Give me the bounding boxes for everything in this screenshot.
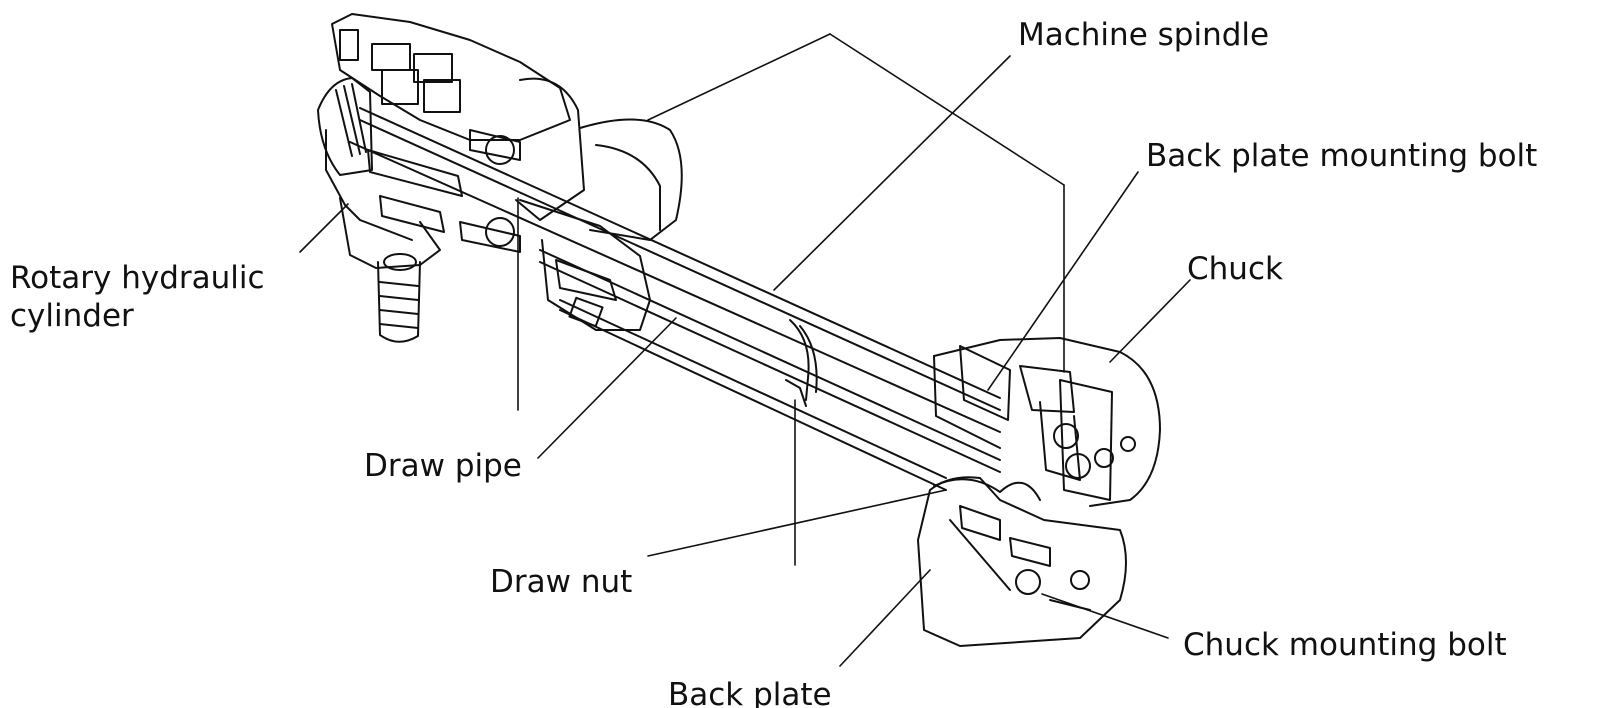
leader-draw-pipe (537, 317, 677, 459)
label-rotary-hydraulic-cylinder-line2: cylinder (10, 298, 134, 334)
label-chuck-mounting-bolt: Chuck mounting bolt (1183, 627, 1507, 663)
leader-lines (299, 55, 1191, 667)
label-back-plate-mounting-bolt: Back plate mounting bolt (1146, 138, 1538, 174)
label-draw-pipe: Draw pipe (364, 448, 522, 484)
label-rotary-hydraulic-cylinder: Rotary hydraulic cylinder (10, 259, 265, 335)
leader-back-plate-mounting-bolt (987, 171, 1139, 391)
label-rotary-hydraulic-cylinder-line1: Rotary hydraulic (10, 260, 265, 296)
rotary-hydraulic-cylinder-drawing (317, 13, 571, 343)
label-machine-spindle: Machine spindle (1018, 17, 1270, 53)
machine-housing-outline (517, 33, 1065, 566)
leader-draw-nut (647, 489, 947, 557)
leader-rotary-hydraulic-cylinder (299, 203, 349, 253)
label-chuck: Chuck (1187, 251, 1283, 287)
label-back-plate: Back plate (668, 677, 832, 708)
leader-chuck-mounting-bolt (1041, 593, 1169, 639)
spindle-body-lines (349, 107, 1001, 491)
leader-back-plate (839, 569, 931, 667)
leader-chuck (1109, 279, 1191, 363)
chuck-assembly-drawing (917, 337, 1161, 647)
label-draw-nut: Draw nut (490, 564, 633, 600)
leader-machine-spindle (773, 55, 1011, 291)
